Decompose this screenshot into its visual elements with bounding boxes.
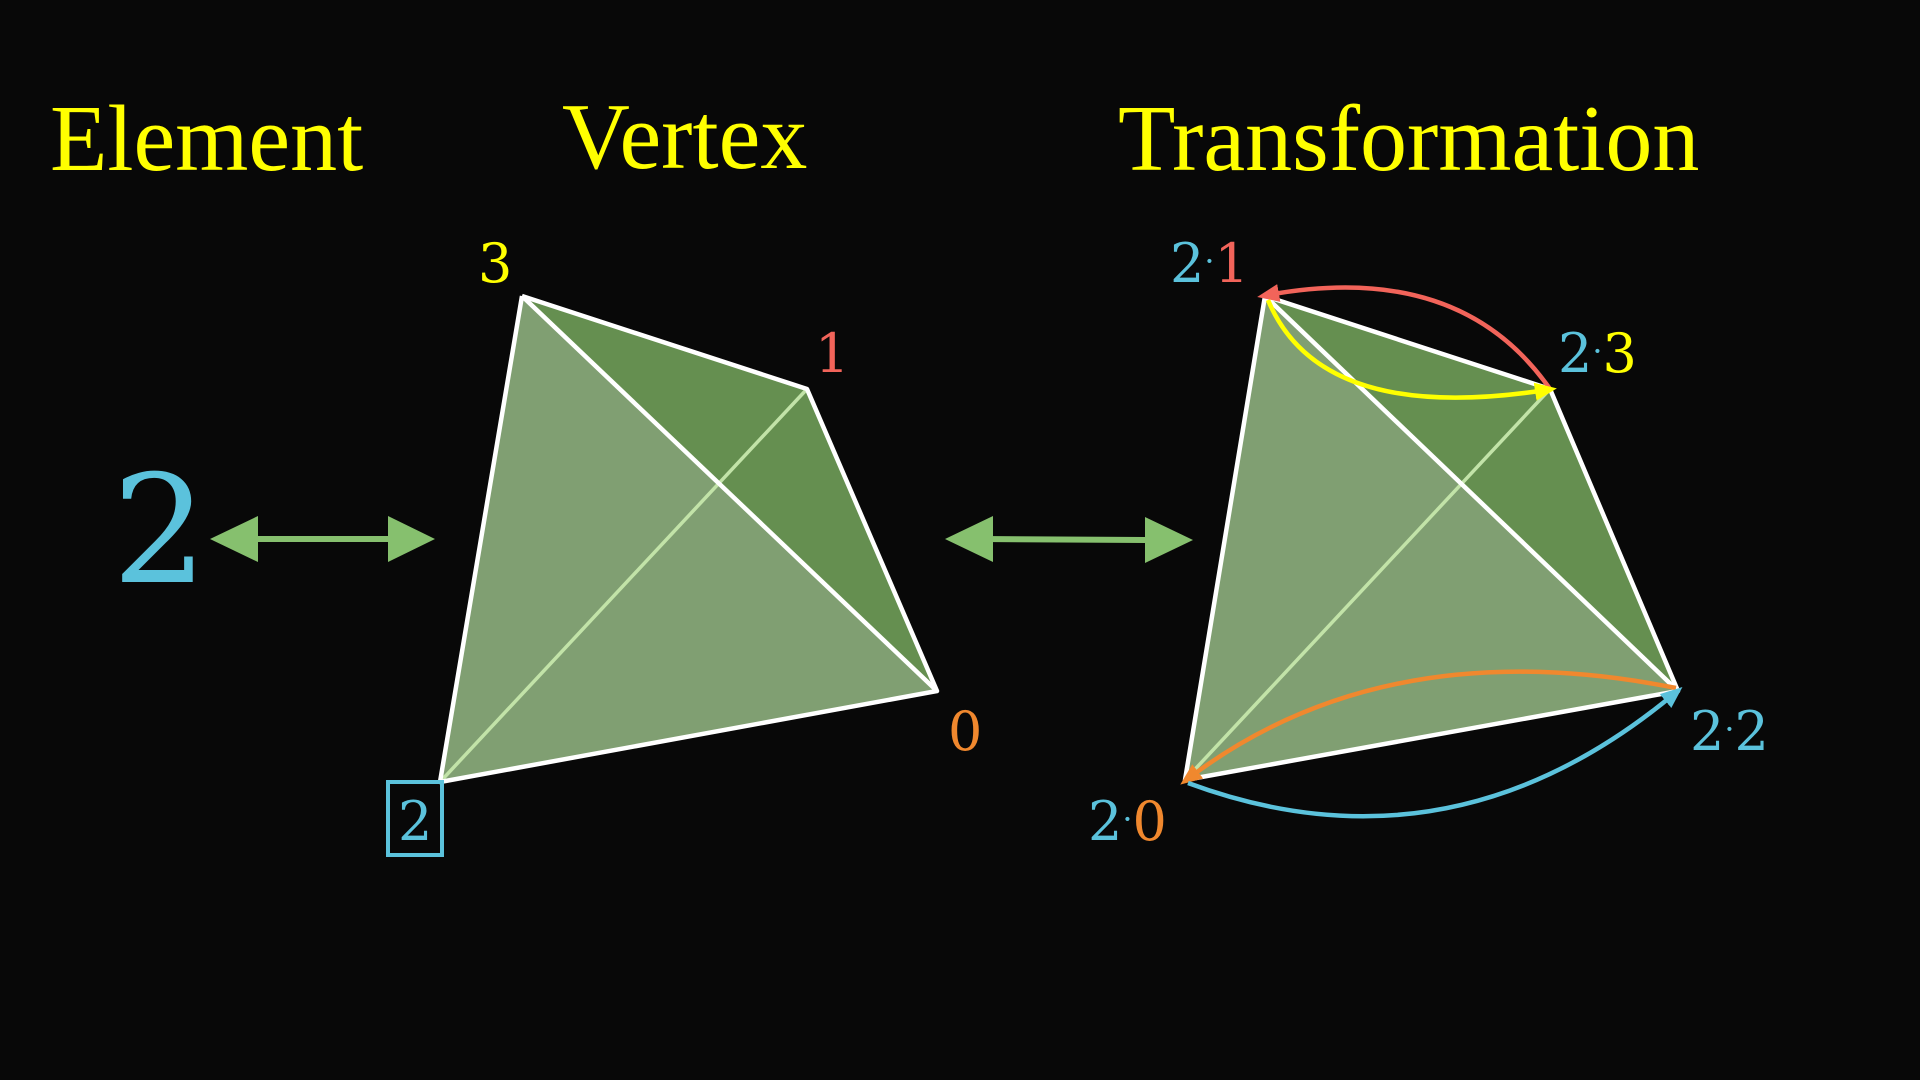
vertex-label-3: 3 — [478, 232, 512, 295]
diagonal-edge — [520, 294, 939, 693]
transform-label-3: 2·3 — [1558, 322, 1637, 385]
selected-vertex-box-icon — [386, 780, 444, 857]
hidden-edge — [438, 387, 809, 784]
arrow-2-to-0 — [1180, 669, 1677, 785]
heading-vertex: Vertex — [562, 85, 807, 189]
double-arrow-icon — [210, 516, 435, 562]
arrow-1-to-3 — [1265, 299, 1557, 401]
vertex-label-0: 0 — [948, 700, 982, 763]
heading-transformation: Transformation — [1118, 87, 1699, 191]
vertex-label-2: 2 — [398, 790, 432, 853]
heading-element: Element — [50, 87, 363, 191]
tetrahedron-vertex — [437, 293, 940, 785]
transform-label-0: 2·0 — [1088, 790, 1167, 853]
arrow-3-to-1 — [1257, 284, 1552, 391]
hidden-edge — [1183, 387, 1552, 782]
element-value: 2 — [112, 444, 207, 618]
front-face — [440, 296, 937, 782]
diagonal-edge — [1263, 294, 1680, 693]
double-arrow-icon — [945, 516, 1193, 563]
transform-label-2: 2·2 — [1690, 700, 1769, 763]
transform-label-1: 2·1 — [1170, 232, 1249, 295]
front-face — [1185, 296, 1678, 780]
tetrahedron-transformation — [1182, 293, 1681, 783]
vertex-label-1: 1 — [815, 322, 849, 385]
arrow-0-to-2 — [1187, 686, 1683, 819]
